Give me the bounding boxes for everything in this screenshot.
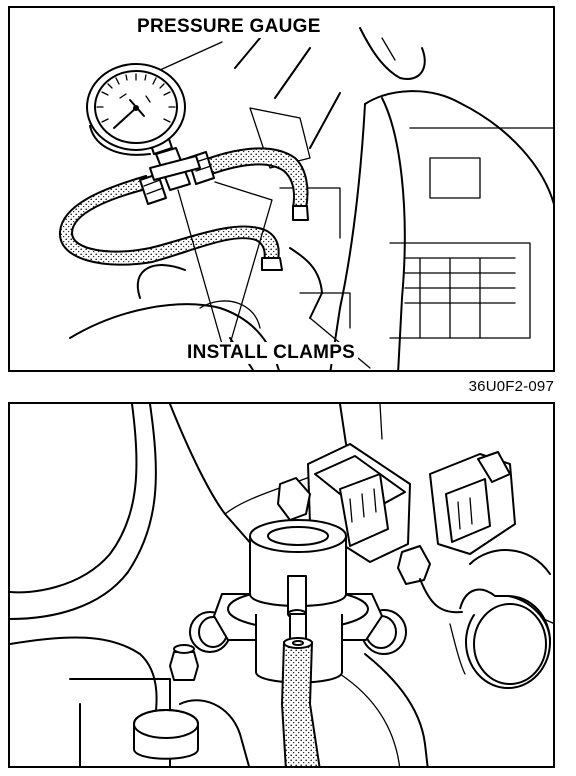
left-cap [133,644,199,760]
fuel-pressure-regulator [189,519,407,684]
install-clamps-label: INSTALL CLAMPS [184,342,359,364]
vacuum-hose [281,613,321,766]
figure-code: 36U0F2-097 [468,378,554,395]
fuel-pressure-regulator-illustration [10,404,553,766]
pressure-gauge-label: PRESSURE GAUGE [134,16,324,38]
electrical-connector-right [429,451,516,555]
right-cylinder [397,545,551,689]
gauge-hookup-illustration [58,27,553,370]
fuel-hose [58,147,309,271]
bottom-illustration-panel [8,402,555,768]
pressure-gauge-dial [86,63,186,156]
top-illustration-panel: PRESSURE GAUGE INSTALL CLAMPS [8,6,555,372]
leader-lines [159,41,273,345]
engine-background [10,404,553,766]
